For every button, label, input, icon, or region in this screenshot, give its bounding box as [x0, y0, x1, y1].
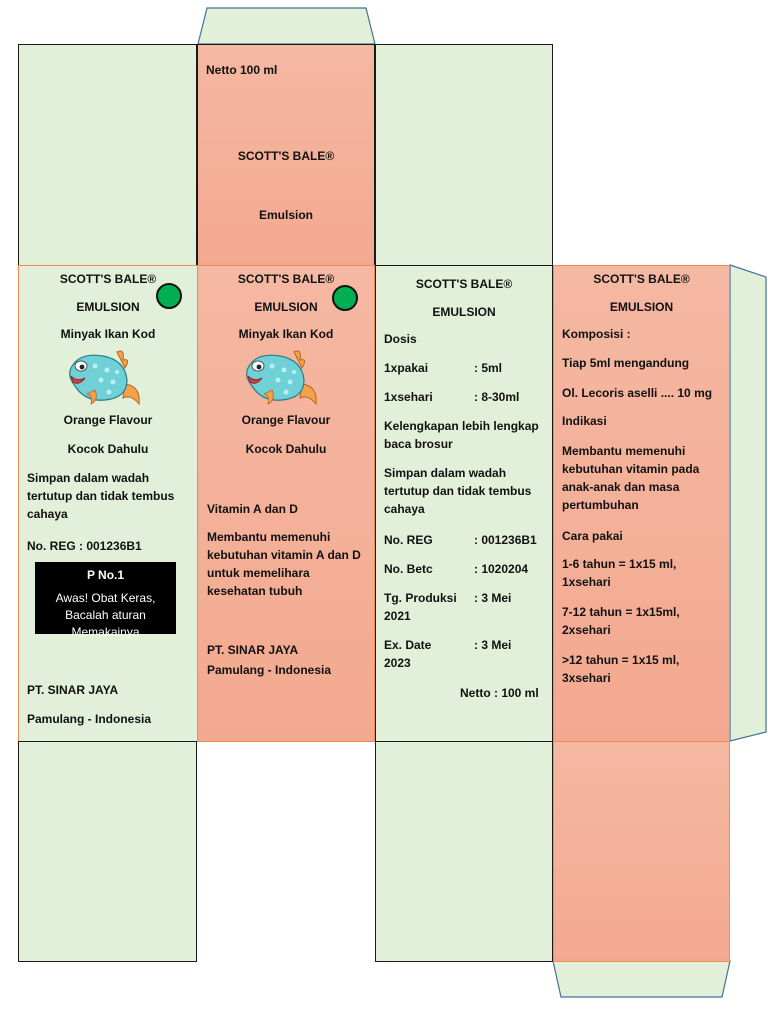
p4-use3a: >12 tahun = 1x15 ml,	[562, 653, 680, 667]
p3-dose1-value: : 5ml	[474, 361, 503, 375]
p2-benefit: Membantu memenuhi kebutuhan vitamin A da…	[207, 530, 361, 598]
p4-komposisi: Komposisi :	[562, 327, 631, 341]
p1-company: PT. SINAR JAYA	[27, 683, 119, 697]
p3-form: EMULSION	[432, 305, 496, 319]
bottom-left-panel	[18, 741, 197, 962]
p3-dosis: Dosis	[384, 332, 417, 346]
p2-brand: SCOTT'S BALE®	[237, 272, 335, 286]
p3-storage: Simpan dalam wadah tertutup dan tidak te…	[384, 466, 532, 516]
p1-subtitle: Minyak Ikan Kod	[60, 327, 156, 341]
bottom-glue-flap	[552, 960, 731, 998]
fish-mascot-icon	[246, 350, 317, 406]
p4-use2a: 7-12 tahun = 1x15ml,	[562, 605, 680, 619]
p2-form: EMULSION	[254, 300, 318, 314]
top-left-panel	[18, 44, 197, 266]
p2-flavour: Orange Flavour	[241, 413, 331, 427]
p4-use1a: 1-6 tahun = 1x15 ml,	[562, 557, 677, 571]
p4-brand: SCOTT'S BALE®	[593, 272, 690, 286]
info-panel: SCOTT'S BALE® EMULSION Dosis 1xpakai : 5…	[375, 265, 553, 742]
warning-box: P No.1 Awas! Obat Keras, Bacalah aturan …	[35, 562, 176, 639]
p4-use2b: 2xsehari	[562, 623, 611, 637]
warning-title: P No.1	[86, 568, 125, 582]
p1-storage: Simpan dalam wadah tertutup dan tidak te…	[27, 471, 175, 521]
p4-ingredient: Ol. Lecoris aselli .... 10 mg	[562, 386, 713, 400]
p3-batch-value: : 1020204	[474, 562, 529, 576]
side-glue-flap	[729, 264, 767, 742]
p2-location: Pamulang - Indonesia	[207, 663, 332, 677]
p2-shake: Kocok Dahulu	[245, 442, 327, 456]
warning-line2: Bacalah aturan	[65, 608, 146, 622]
p3-reg-label: No. REG	[384, 533, 433, 547]
p2-vitamin: Vitamin A dan D	[207, 502, 298, 516]
top-form: Emulsion	[258, 208, 313, 222]
composition-panel: SCOTT'S BALE® EMULSION Komposisi : Tiap …	[553, 265, 730, 742]
p3-batch-label: No. Betc	[384, 562, 433, 576]
p3-brand: SCOTT'S BALE®	[415, 277, 513, 291]
p3-exp-value: : 3 Mei	[474, 638, 512, 652]
p2-subtitle: Minyak Ikan Kod	[238, 327, 334, 341]
top-glue-flap	[197, 7, 376, 45]
bottom-lid-panel	[553, 741, 730, 962]
p1-form: EMULSION	[76, 300, 140, 314]
bottom-center-panel	[375, 741, 553, 962]
p1-reg: No. REG : 001236B1	[27, 539, 142, 553]
p4-per-dose: Tiap 5ml mengandung	[562, 356, 690, 370]
p3-netto: Netto : 100 ml	[460, 686, 539, 700]
p3-dose2-label: 1xsehari	[384, 390, 433, 404]
p3-exp-year: 2023	[384, 656, 411, 670]
p3-brochure: Kelengkapan lebih lengkap baca brosur	[384, 419, 539, 451]
p4-form: EMULSION	[609, 300, 674, 314]
top-lid-panel: Netto 100 ml SCOTT'S BALE® Emulsion	[197, 44, 375, 266]
p4-indikasi: Indikasi	[562, 414, 607, 428]
front-panel-left: SCOTT'S BALE® EMULSION Minyak Ikan Kod O…	[18, 265, 198, 742]
warning-line3: Memakainya	[71, 625, 140, 639]
warning-line1: Awas! Obat Keras,	[55, 591, 156, 605]
p1-flavour: Orange Flavour	[63, 413, 153, 427]
p4-indication-text: Membantu memenuhi kebutuhan vitamin pada…	[562, 444, 700, 512]
p3-dose1-label: 1xpakai	[384, 361, 429, 375]
p3-prod-value: : 3 Mei	[474, 591, 512, 605]
fish-mascot-icon	[69, 350, 140, 406]
p1-location: Pamulang - Indonesia	[27, 712, 152, 726]
top-netto: Netto 100 ml	[206, 63, 278, 77]
p1-brand: SCOTT'S BALE®	[59, 272, 157, 286]
front-panel-main: SCOTT'S BALE® EMULSION Minyak Ikan Kod O…	[197, 265, 375, 742]
p1-shake: Kocok Dahulu	[67, 442, 149, 456]
p3-reg-value: : 001236B1	[474, 533, 537, 547]
green-dot-icon	[332, 285, 358, 311]
p3-exp-label: Ex. Date	[384, 638, 432, 652]
p4-use3b: 3xsehari	[562, 671, 611, 685]
p4-use1b: 1xsehari	[562, 575, 611, 589]
p4-cara: Cara pakai	[562, 529, 623, 543]
p3-prod-label: Tg. Produksi	[384, 591, 457, 605]
green-dot-icon	[156, 283, 182, 309]
top-brand: SCOTT'S BALE®	[237, 149, 335, 163]
top-right-panel	[375, 44, 553, 266]
p3-prod-year: 2021	[384, 609, 411, 623]
p3-dose2-value: : 8-30ml	[474, 390, 520, 404]
p2-company: PT. SINAR JAYA	[207, 643, 299, 657]
